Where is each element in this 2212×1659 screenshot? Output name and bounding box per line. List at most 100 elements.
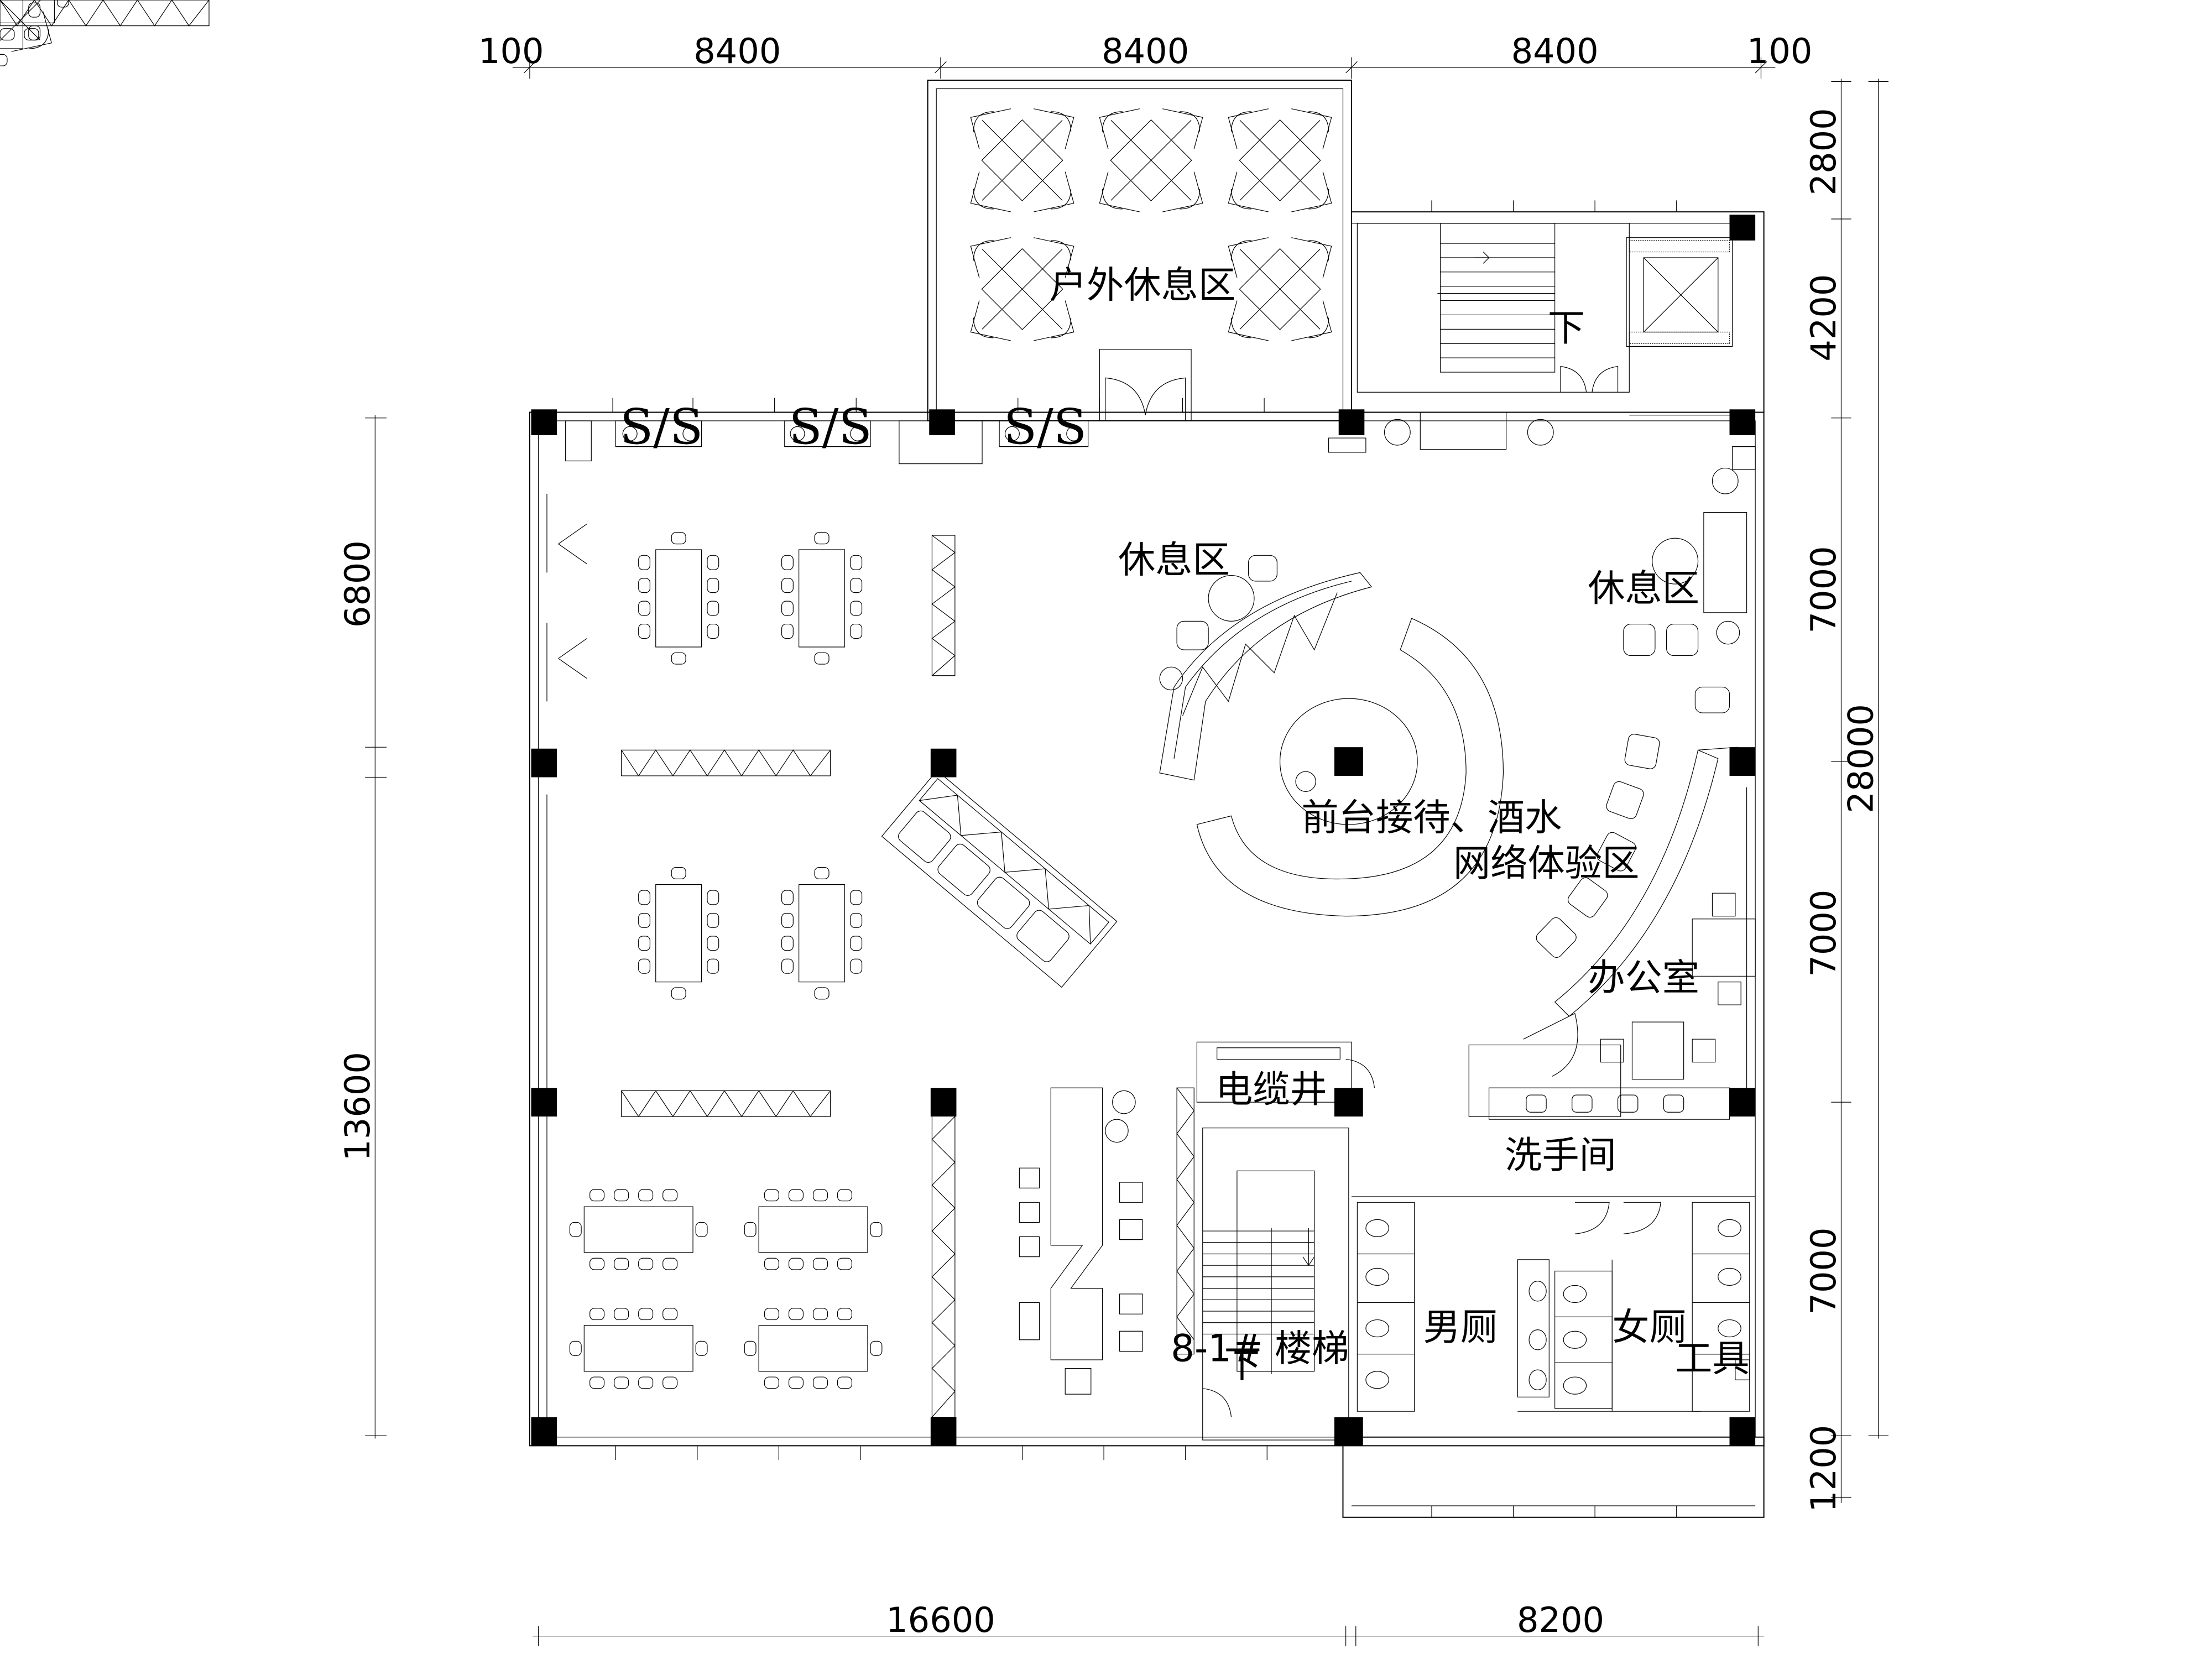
room-label-office: 办公室 — [1588, 956, 1699, 999]
sink-icon — [1526, 1095, 1546, 1112]
chair-icon — [1120, 1294, 1142, 1314]
room-label-rest-left: 休息区 — [1118, 538, 1230, 581]
chair-icon — [1019, 1168, 1039, 1188]
toilet-icon — [1529, 1281, 1546, 1301]
room-label-cable-shaft: 电缆井 — [1215, 1068, 1327, 1111]
toilet-icon — [1529, 1330, 1546, 1350]
columns — [531, 215, 1756, 1446]
stair-arrow-icon — [1475, 252, 1489, 264]
chair-icon — [1605, 780, 1645, 820]
chair-icon — [1120, 1182, 1142, 1202]
dim-left-0: 6800 — [337, 540, 378, 628]
dim-top-3: 8400 — [1511, 31, 1599, 71]
toilet-icon — [1718, 1268, 1741, 1285]
dim-right-total: 28000 — [1840, 704, 1881, 813]
toilet-icon — [1366, 1320, 1389, 1337]
room-label-stair: 8-1# 楼梯 — [1171, 1327, 1349, 1370]
door-swing-icon — [1346, 1059, 1375, 1088]
lamp-icon — [1105, 1119, 1128, 1142]
sofa-icon — [1704, 513, 1747, 613]
plant-icon — [1296, 771, 1316, 791]
chair-icon — [1600, 1039, 1623, 1062]
column-marker — [930, 1088, 957, 1117]
column-marker — [1338, 409, 1365, 435]
dim-bottom-1: 8200 — [1517, 1600, 1604, 1640]
plant-icon — [1712, 468, 1738, 494]
office: 办公室 — [1524, 787, 1755, 1088]
central-stair: 电缆井 8-1# 楼梯 下 — [1171, 1042, 1374, 1440]
chair-icon — [0, 54, 7, 66]
lamp-icon — [1113, 1091, 1135, 1113]
sofa-icon — [896, 808, 953, 864]
dim-right-0: 2800 — [1803, 108, 1844, 195]
stair-arrow-icon — [1303, 1228, 1314, 1265]
chair-icon — [1019, 1237, 1039, 1256]
table-six-vertical — [0, 0, 40, 66]
angled-booth — [882, 770, 1117, 987]
dim-right-1: 4200 — [1803, 274, 1844, 362]
chair-icon — [1595, 831, 1637, 873]
plant-icon — [1527, 419, 1553, 445]
toilet-icon — [1563, 1377, 1586, 1394]
dim-top-1: 8400 — [693, 31, 781, 71]
column-marker — [1729, 1088, 1756, 1117]
dim-right-5: 1200 — [1803, 1425, 1844, 1512]
chair-icon — [1249, 555, 1277, 581]
toilet-icon — [1563, 1285, 1586, 1302]
toilet-icon — [1529, 1370, 1546, 1390]
sofa-icon — [975, 875, 1032, 931]
toilet-icon — [1563, 1331, 1586, 1348]
truss-partition — [0, 0, 209, 26]
chair-icon — [1566, 875, 1610, 920]
dimension-bottom: 16600 8200 — [533, 1600, 1764, 1646]
door-swing-icon — [1624, 1202, 1661, 1234]
window-ticks — [613, 200, 1677, 1517]
dimension-top: 100 8400 8400 8400 100 — [478, 31, 1812, 79]
ss-fixtures: S/S S/S S/S — [566, 398, 1088, 463]
chair-icon — [1695, 687, 1729, 713]
chair-icon — [1534, 915, 1579, 960]
room-label-washroom: 洗手间 — [1505, 1134, 1616, 1177]
table-eight-horizontal — [0, 0, 69, 40]
room-label-rest-right: 休息区 — [1588, 567, 1699, 610]
dimension-left: 6800 13600 — [337, 415, 387, 1439]
chair-icon — [1177, 621, 1208, 650]
chair-icon — [0, 29, 14, 40]
chair-icon — [24, 29, 39, 40]
column-marker — [930, 748, 957, 778]
outdoor-table-set — [0, 0, 51, 51]
door-swing-icon — [559, 524, 587, 679]
stair-down-label: 下 — [1224, 1343, 1261, 1386]
dim-top-2: 8400 — [1102, 31, 1189, 71]
toilet-icon — [1366, 1219, 1389, 1237]
column-marker — [531, 748, 557, 778]
dim-right-3: 7000 — [1803, 890, 1844, 977]
chair-icon — [1019, 1202, 1039, 1222]
chair-icon — [1718, 982, 1741, 1005]
column-marker — [531, 409, 557, 435]
toilet-icon — [1366, 1268, 1389, 1285]
stair-treads — [1203, 1231, 1314, 1334]
column-marker — [1729, 409, 1756, 435]
column-marker — [1729, 1417, 1756, 1446]
toilet-icon — [1366, 1371, 1389, 1389]
room-label-tools: 工具 — [1675, 1337, 1750, 1380]
dim-right-2: 7000 — [1803, 546, 1844, 633]
dim-left-1: 13600 — [337, 1052, 378, 1161]
column-marker — [1729, 747, 1756, 776]
table-icon — [1208, 576, 1254, 622]
sofa-icon — [936, 842, 993, 898]
bar-counter — [1019, 1088, 1142, 1394]
truss-partition-vertical — [932, 535, 1194, 1417]
dim-top-0: 100 — [478, 31, 544, 71]
door-swing-icon — [1524, 1014, 1578, 1077]
chair-icon — [1712, 893, 1735, 916]
room-label-network: 网络体验区 — [1453, 842, 1640, 885]
sink-icon — [1572, 1095, 1592, 1112]
sofa-icon — [1420, 412, 1506, 449]
outdoor-area: 户外休息区 — [0, 0, 1333, 421]
column-marker — [531, 1417, 557, 1446]
sink-icon — [1663, 1095, 1683, 1112]
stair-top-down-label: 下 — [1548, 306, 1585, 349]
sofa-icon — [1015, 908, 1072, 964]
